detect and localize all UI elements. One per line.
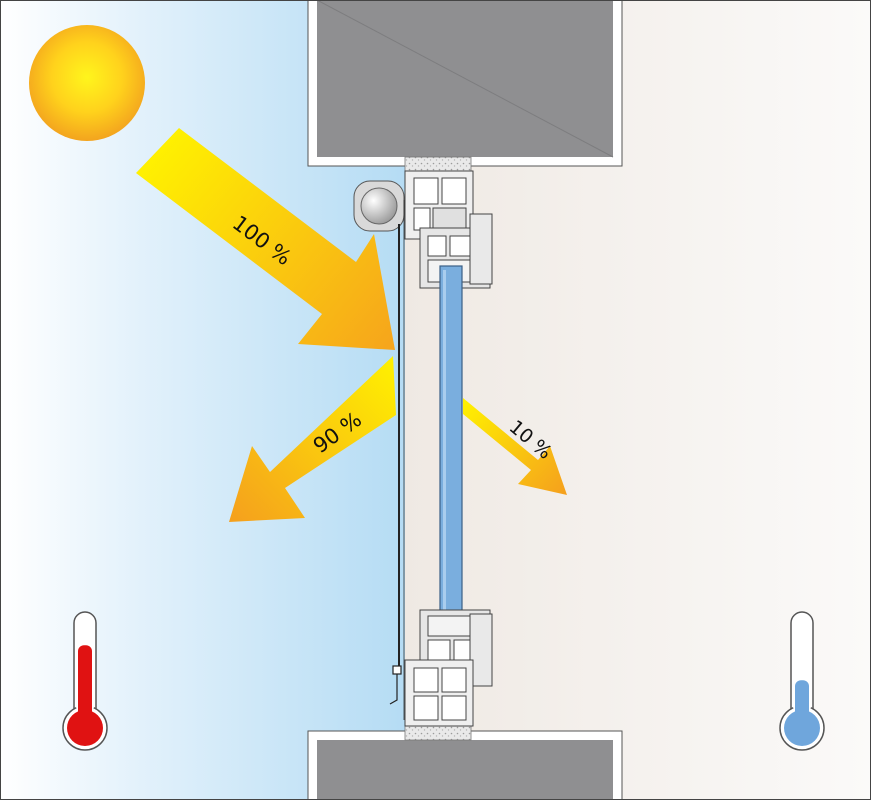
incoming-radiation-arrow (136, 128, 395, 350)
transmitted-radiation-arrow (463, 398, 567, 495)
sun-icon (29, 25, 145, 141)
thermometer-hot-icon (62, 611, 108, 751)
wall-lintel-top (307, 0, 623, 167)
thermometer-cold-icon (779, 611, 825, 751)
reflected-radiation-arrow (229, 356, 396, 522)
window-frame-bottom (404, 609, 493, 727)
wall-sill-bottom (307, 730, 623, 800)
insulation-top (404, 156, 472, 172)
blind-bottom-hook (389, 665, 402, 705)
glazing-highlight (443, 270, 446, 626)
blind-roller-box (353, 180, 405, 232)
insulation-bottom (404, 725, 472, 741)
